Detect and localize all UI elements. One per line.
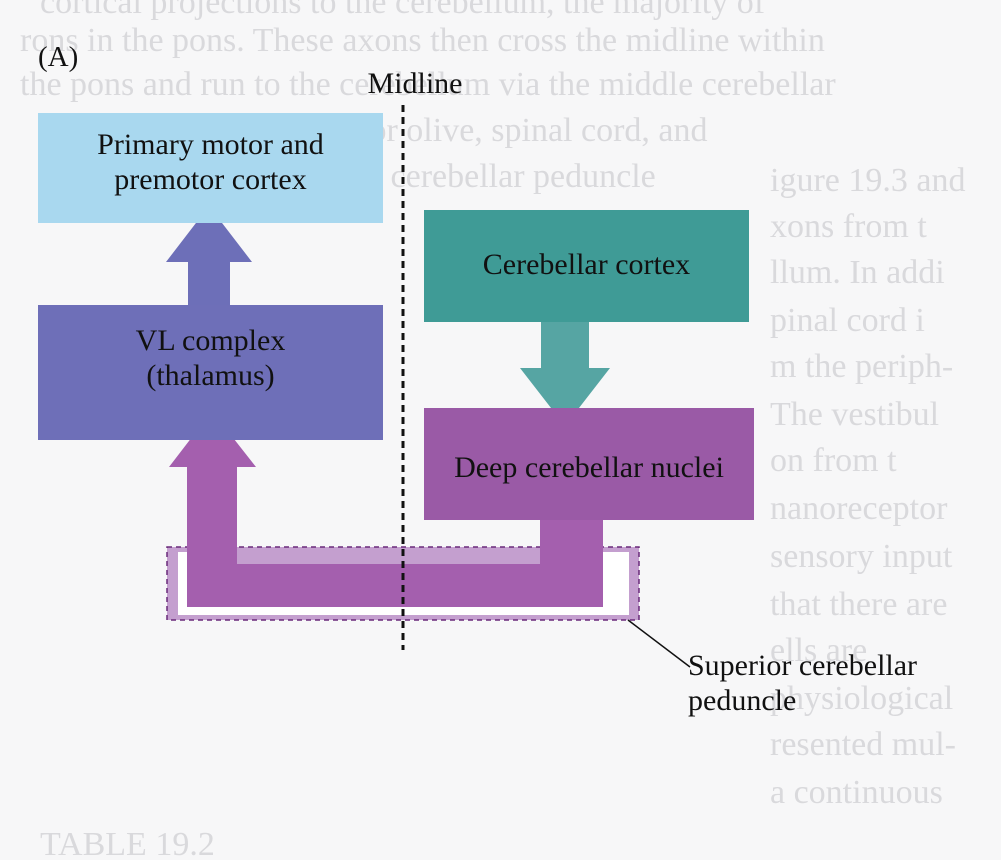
motor-cortex-label: Primary motor and premotor cortex (38, 127, 383, 198)
vl-complex-box (38, 305, 383, 440)
midline-label: Midline (367, 67, 463, 100)
motor-cortex-box (38, 113, 383, 223)
peduncle-label-line1: Superior cerebellar (688, 649, 918, 682)
vl-complex-label-line1: VL complex (135, 324, 286, 357)
deep-nuclei-label: Deep cerebellar nuclei (454, 451, 724, 484)
motor-cortex-label-line1: Primary motor and (97, 128, 324, 161)
deep-nuclei-box (424, 408, 754, 520)
vl-to-motor-arrow (166, 206, 252, 305)
vl-complex-label: VL complex (thalamus) (38, 323, 383, 394)
cerebellar-cortex-label: Cerebellar cortex (482, 248, 691, 281)
motor-cortex-label-line2: premotor cortex (114, 163, 307, 197)
peduncle-label: Superior cerebellar peduncle (688, 648, 917, 719)
vl-complex-label-line2: (thalamus) (146, 359, 275, 393)
peduncle-leader-line (627, 619, 691, 668)
cerebellar-cortex-box (424, 210, 749, 322)
peduncle-label-line2: peduncle (688, 684, 797, 718)
panel-label: (A) (38, 41, 79, 73)
cortex-to-deep-nuclei-arrow (520, 322, 610, 426)
